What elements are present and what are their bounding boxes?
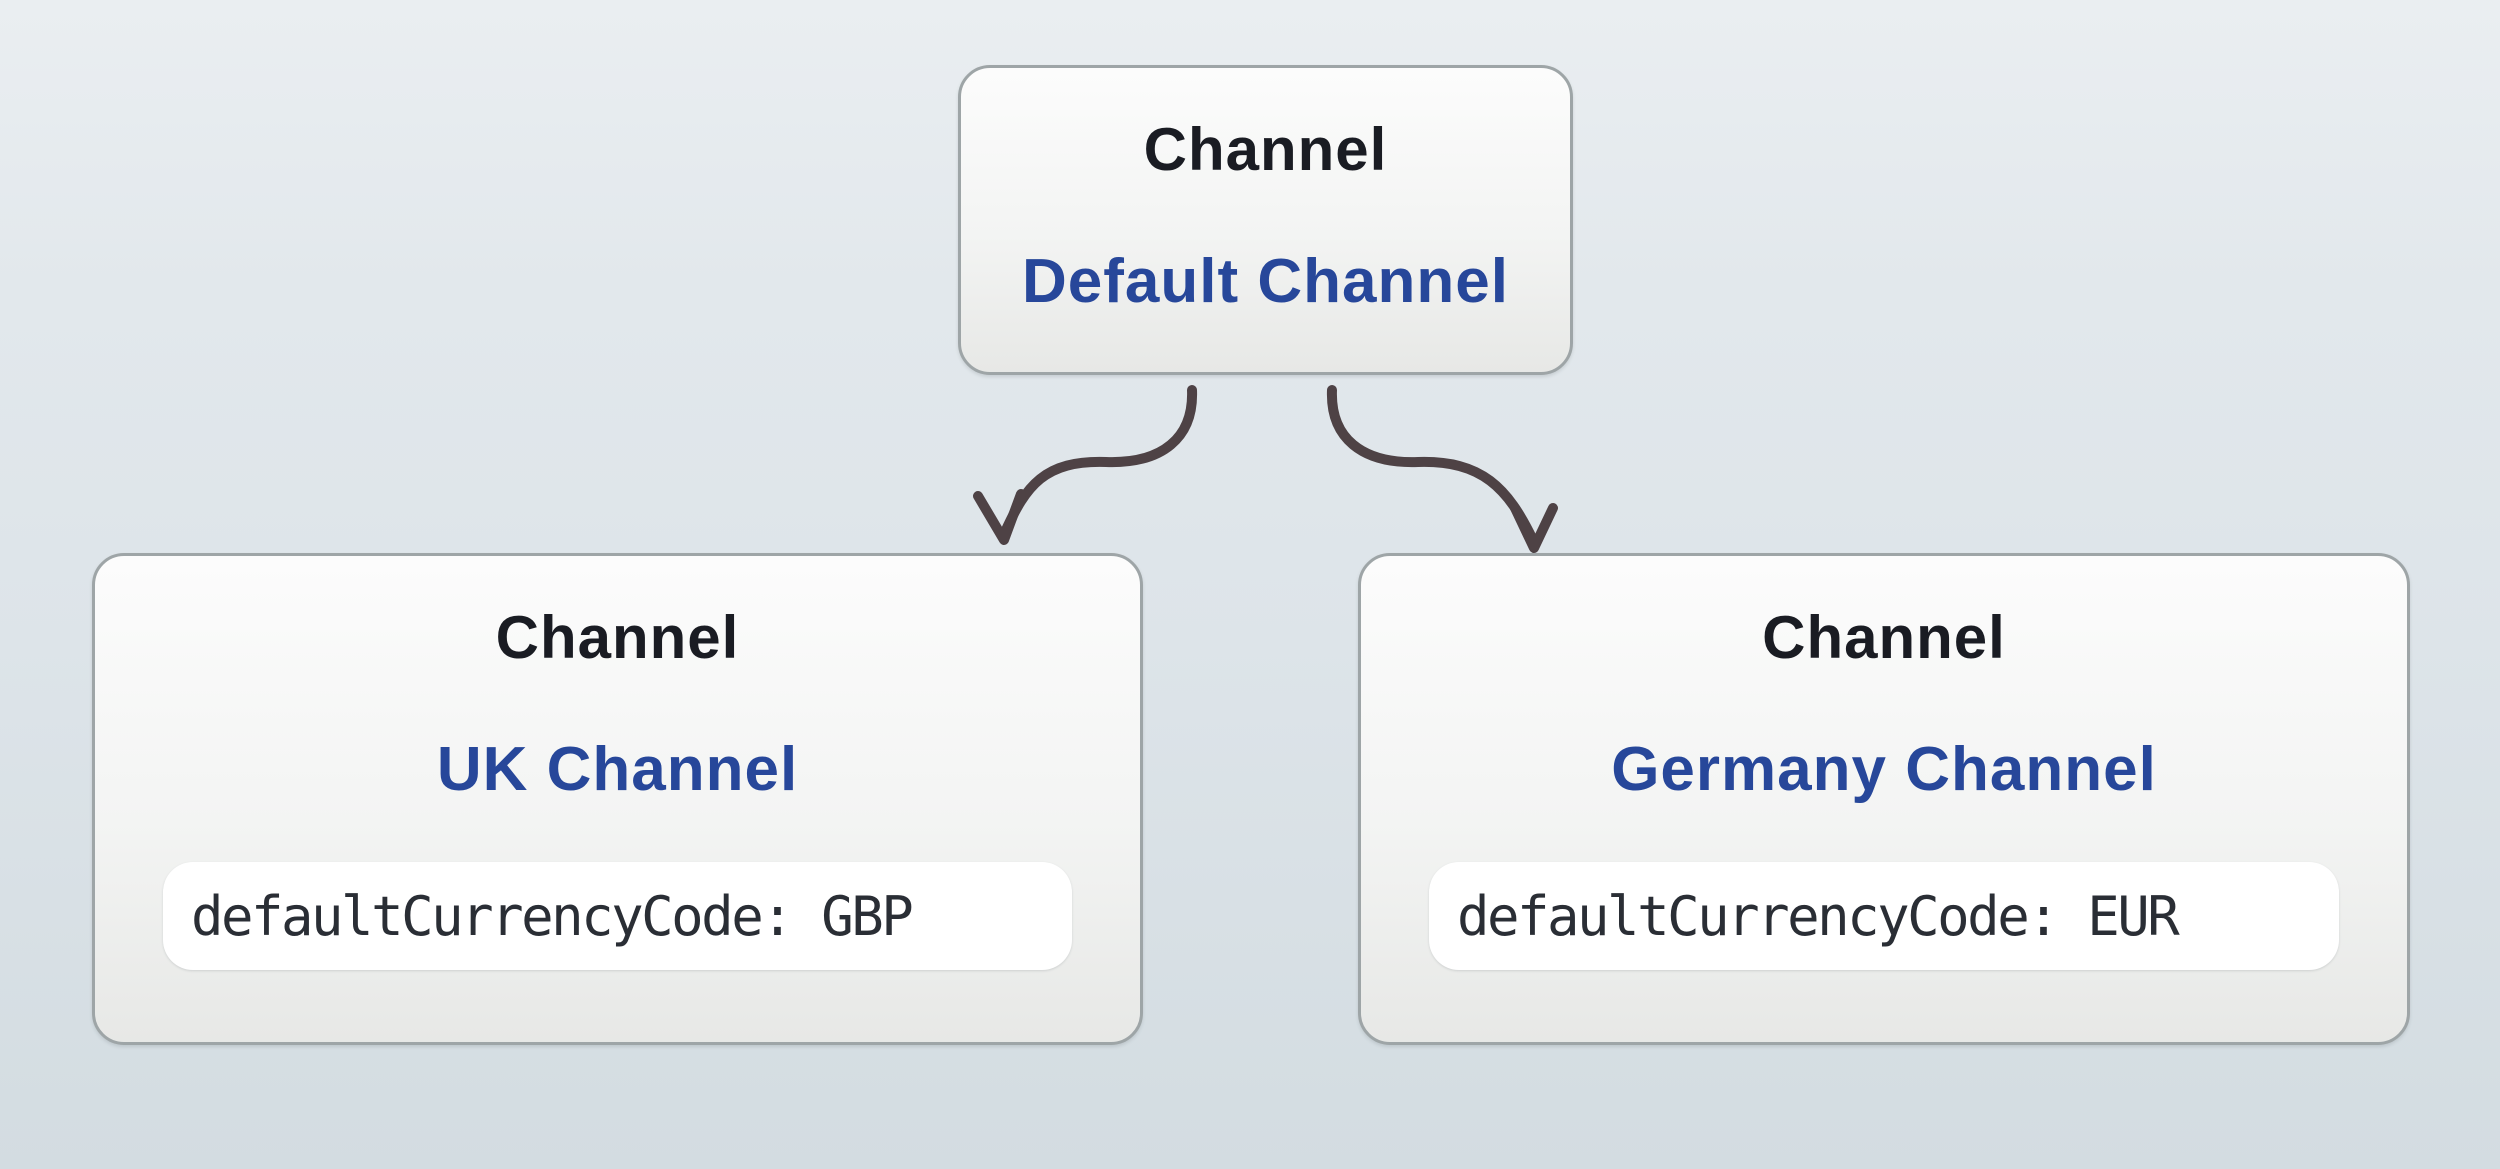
node-name-label: Default Channel <box>1022 247 1509 316</box>
arrow-root-to-uk-shaft <box>1000 385 1198 537</box>
node-type-label: Channel <box>495 604 740 671</box>
node-name-label: UK Channel <box>436 735 799 804</box>
currency-code-pill: defaultCurrencyCode: EUR <box>1429 862 2339 970</box>
arrow-root-to-germany <box>1326 385 1558 553</box>
currency-code-text: defaultCurrencyCode: GBP <box>191 884 914 948</box>
arrow-root-to-uk-head <box>973 489 1026 545</box>
arrow-root-to-germany-head <box>1510 503 1558 553</box>
currency-code-pill: defaultCurrencyCode: GBP <box>163 862 1072 970</box>
node-type-label: Channel <box>1143 116 1388 183</box>
currency-code-text: defaultCurrencyCode: EUR <box>1457 884 2180 948</box>
arrow-root-to-uk <box>973 385 1198 545</box>
node-type-label: Channel <box>1762 604 2006 671</box>
arrow-root-to-germany-shaft <box>1326 385 1538 545</box>
channel-node-germany: Channel Germany Channel defaultCurrencyC… <box>1358 553 2410 1045</box>
node-name-label: Germany Channel <box>1611 735 2157 804</box>
channel-node-default: Channel Default Channel <box>958 65 1573 375</box>
channel-node-uk: Channel UK Channel defaultCurrencyCode: … <box>92 553 1143 1045</box>
